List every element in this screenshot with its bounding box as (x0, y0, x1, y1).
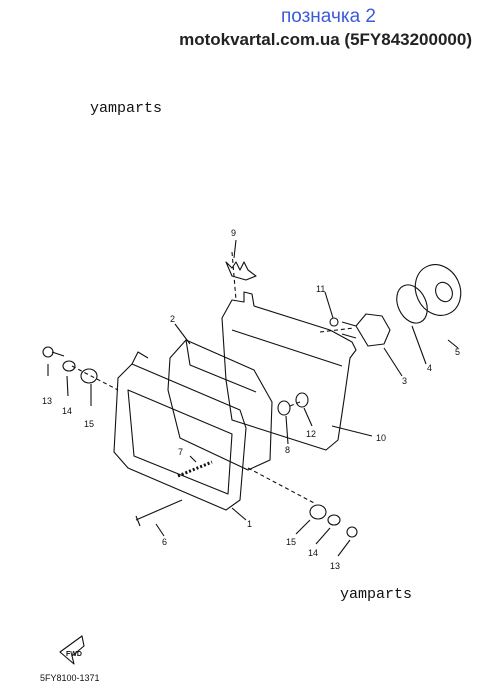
callout-11: 11 (316, 284, 325, 294)
headlight-bracket (221, 291, 357, 451)
callout-7: 7 (178, 447, 183, 457)
housing-seam (185, 339, 257, 393)
callout-2: 2 (170, 314, 175, 324)
bolt-13-left (42, 346, 54, 358)
callout-5: 5 (455, 347, 460, 357)
header-title: позначка 2 (280, 6, 376, 27)
callout-15-left: 15 (84, 419, 94, 429)
collar-14-right (327, 514, 341, 526)
callout-9: 9 (231, 228, 236, 238)
rim-inner (127, 389, 233, 495)
callout-6: 6 (162, 537, 167, 547)
watermark-bottom: yamparts (340, 586, 413, 603)
assembly-lines (71, 251, 355, 505)
callout-13-left: 13 (42, 396, 52, 406)
bolt-shank-left (51, 351, 65, 357)
callout-15-right: 15 (286, 537, 296, 547)
bulb-socket (341, 321, 357, 339)
callout-3: 3 (402, 376, 407, 386)
boot-cover (396, 284, 428, 324)
watermark-top: yamparts (90, 100, 163, 117)
grommet-15-left (80, 368, 98, 384)
nut-8 (277, 400, 291, 416)
screw-11 (329, 317, 339, 327)
grommet-12 (295, 392, 309, 408)
grommet-15-right (309, 504, 327, 520)
socket-center (435, 281, 453, 303)
bolt-13-right (346, 526, 358, 538)
collar-14-left (62, 360, 76, 372)
fwd-label: FWD (66, 651, 82, 658)
adjust-screw-7 (177, 460, 213, 478)
spring (225, 261, 257, 281)
diagram-code: 5FY8100-1371 (40, 673, 100, 683)
bulb-socket-cap (414, 264, 462, 316)
callout-14-right: 14 (308, 548, 318, 558)
callout-1: 1 (247, 519, 252, 529)
callout-4: 4 (427, 363, 432, 373)
callout-12: 12 (306, 429, 316, 439)
screw-6 (135, 499, 183, 527)
callout-leaders (47, 239, 459, 557)
callout-8: 8 (285, 445, 290, 455)
rim-tab (131, 351, 149, 365)
headlight-housing (167, 339, 273, 471)
callout-14-left: 14 (62, 406, 72, 416)
bulb (355, 313, 391, 347)
bracket-edge (231, 329, 343, 367)
fwd-arrow-icon (59, 635, 85, 665)
header-subtitle: motokvartal.com.ua (5FY843200000) (179, 30, 472, 49)
headlight-rim (113, 363, 247, 511)
callout-13-right: 13 (330, 561, 340, 571)
callout-10: 10 (376, 433, 386, 443)
